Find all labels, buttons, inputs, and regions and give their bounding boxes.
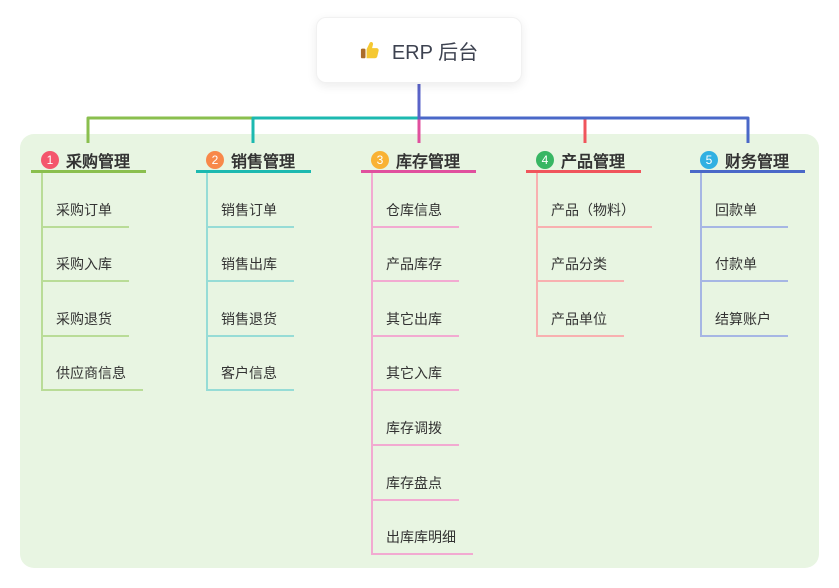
child-node[interactable]: 销售订单: [208, 173, 294, 228]
mindmap-background-panel: [20, 134, 819, 568]
child-node[interactable]: 回款单: [702, 173, 788, 228]
branch-2: 2 销售管理销售订单销售出库销售退货客户信息: [196, 150, 311, 392]
child-node[interactable]: 产品单位: [538, 282, 624, 337]
branch-1: 1 采购管理采购订单采购入库采购退货供应商信息: [31, 150, 146, 392]
branch-2-title-node[interactable]: 2 销售管理: [196, 150, 311, 173]
branch-1-children: 采购订单采购入库采购退货供应商信息: [41, 173, 143, 392]
branch-3-title-node[interactable]: 3 库存管理: [361, 150, 476, 173]
child-node[interactable]: 其它入库: [373, 337, 459, 392]
child-node[interactable]: 销售退货: [208, 282, 294, 337]
branch-5-children: 回款单付款单结算账户: [700, 173, 788, 337]
branch-3-children: 仓库信息产品库存其它出库其它入库库存调拨库存盘点出库库明细: [371, 173, 473, 556]
child-node[interactable]: 客户信息: [208, 337, 294, 392]
child-node[interactable]: 库存盘点: [373, 446, 459, 501]
branch-4-children: 产品（物料）产品分类产品单位: [536, 173, 652, 337]
child-node[interactable]: 采购订单: [43, 173, 129, 228]
branch-1-title-label: 采购管理: [66, 154, 131, 171]
child-node[interactable]: 产品分类: [538, 228, 624, 283]
child-node[interactable]: 其它出库: [373, 282, 459, 337]
child-node[interactable]: 付款单: [702, 228, 788, 283]
child-node[interactable]: 产品（物料）: [538, 173, 652, 228]
child-node[interactable]: 结算账户: [702, 282, 788, 337]
thumbs-up-icon: [360, 39, 382, 61]
branch-4-title-label: 产品管理: [561, 154, 626, 171]
branch-3: 3 库存管理仓库信息产品库存其它出库其它入库库存调拨库存盘点出库库明细: [361, 150, 476, 556]
child-node[interactable]: 采购入库: [43, 228, 129, 283]
branch-3-number-badge: 3: [371, 151, 389, 169]
child-node[interactable]: 库存调拨: [373, 391, 459, 446]
branch-5: 5 财务管理回款单付款单结算账户: [690, 150, 805, 337]
branch-1-title-node[interactable]: 1 采购管理: [31, 150, 146, 173]
child-node[interactable]: 仓库信息: [373, 173, 459, 228]
branch-1-number-badge: 1: [41, 151, 59, 169]
child-node[interactable]: 供应商信息: [43, 337, 143, 392]
branch-4-number-badge: 4: [536, 151, 554, 169]
branch-3-title-label: 库存管理: [396, 154, 461, 171]
root-node[interactable]: ERP 后台: [316, 17, 522, 83]
child-node[interactable]: 采购退货: [43, 282, 129, 337]
child-node[interactable]: 产品库存: [373, 228, 459, 283]
branch-2-title-label: 销售管理: [231, 154, 296, 171]
branch-2-children: 销售订单销售出库销售退货客户信息: [206, 173, 294, 392]
child-node[interactable]: 销售出库: [208, 228, 294, 283]
branch-4-title-node[interactable]: 4 产品管理: [526, 150, 641, 173]
branch-4: 4 产品管理产品（物料）产品分类产品单位: [526, 150, 652, 337]
child-node[interactable]: 出库库明细: [373, 501, 473, 556]
branch-5-title-label: 财务管理: [725, 154, 790, 171]
branch-5-title-node[interactable]: 5 财务管理: [690, 150, 805, 173]
branch-2-number-badge: 2: [206, 151, 224, 169]
root-label: ERP 后台: [391, 41, 479, 64]
branch-5-number-badge: 5: [700, 151, 718, 169]
